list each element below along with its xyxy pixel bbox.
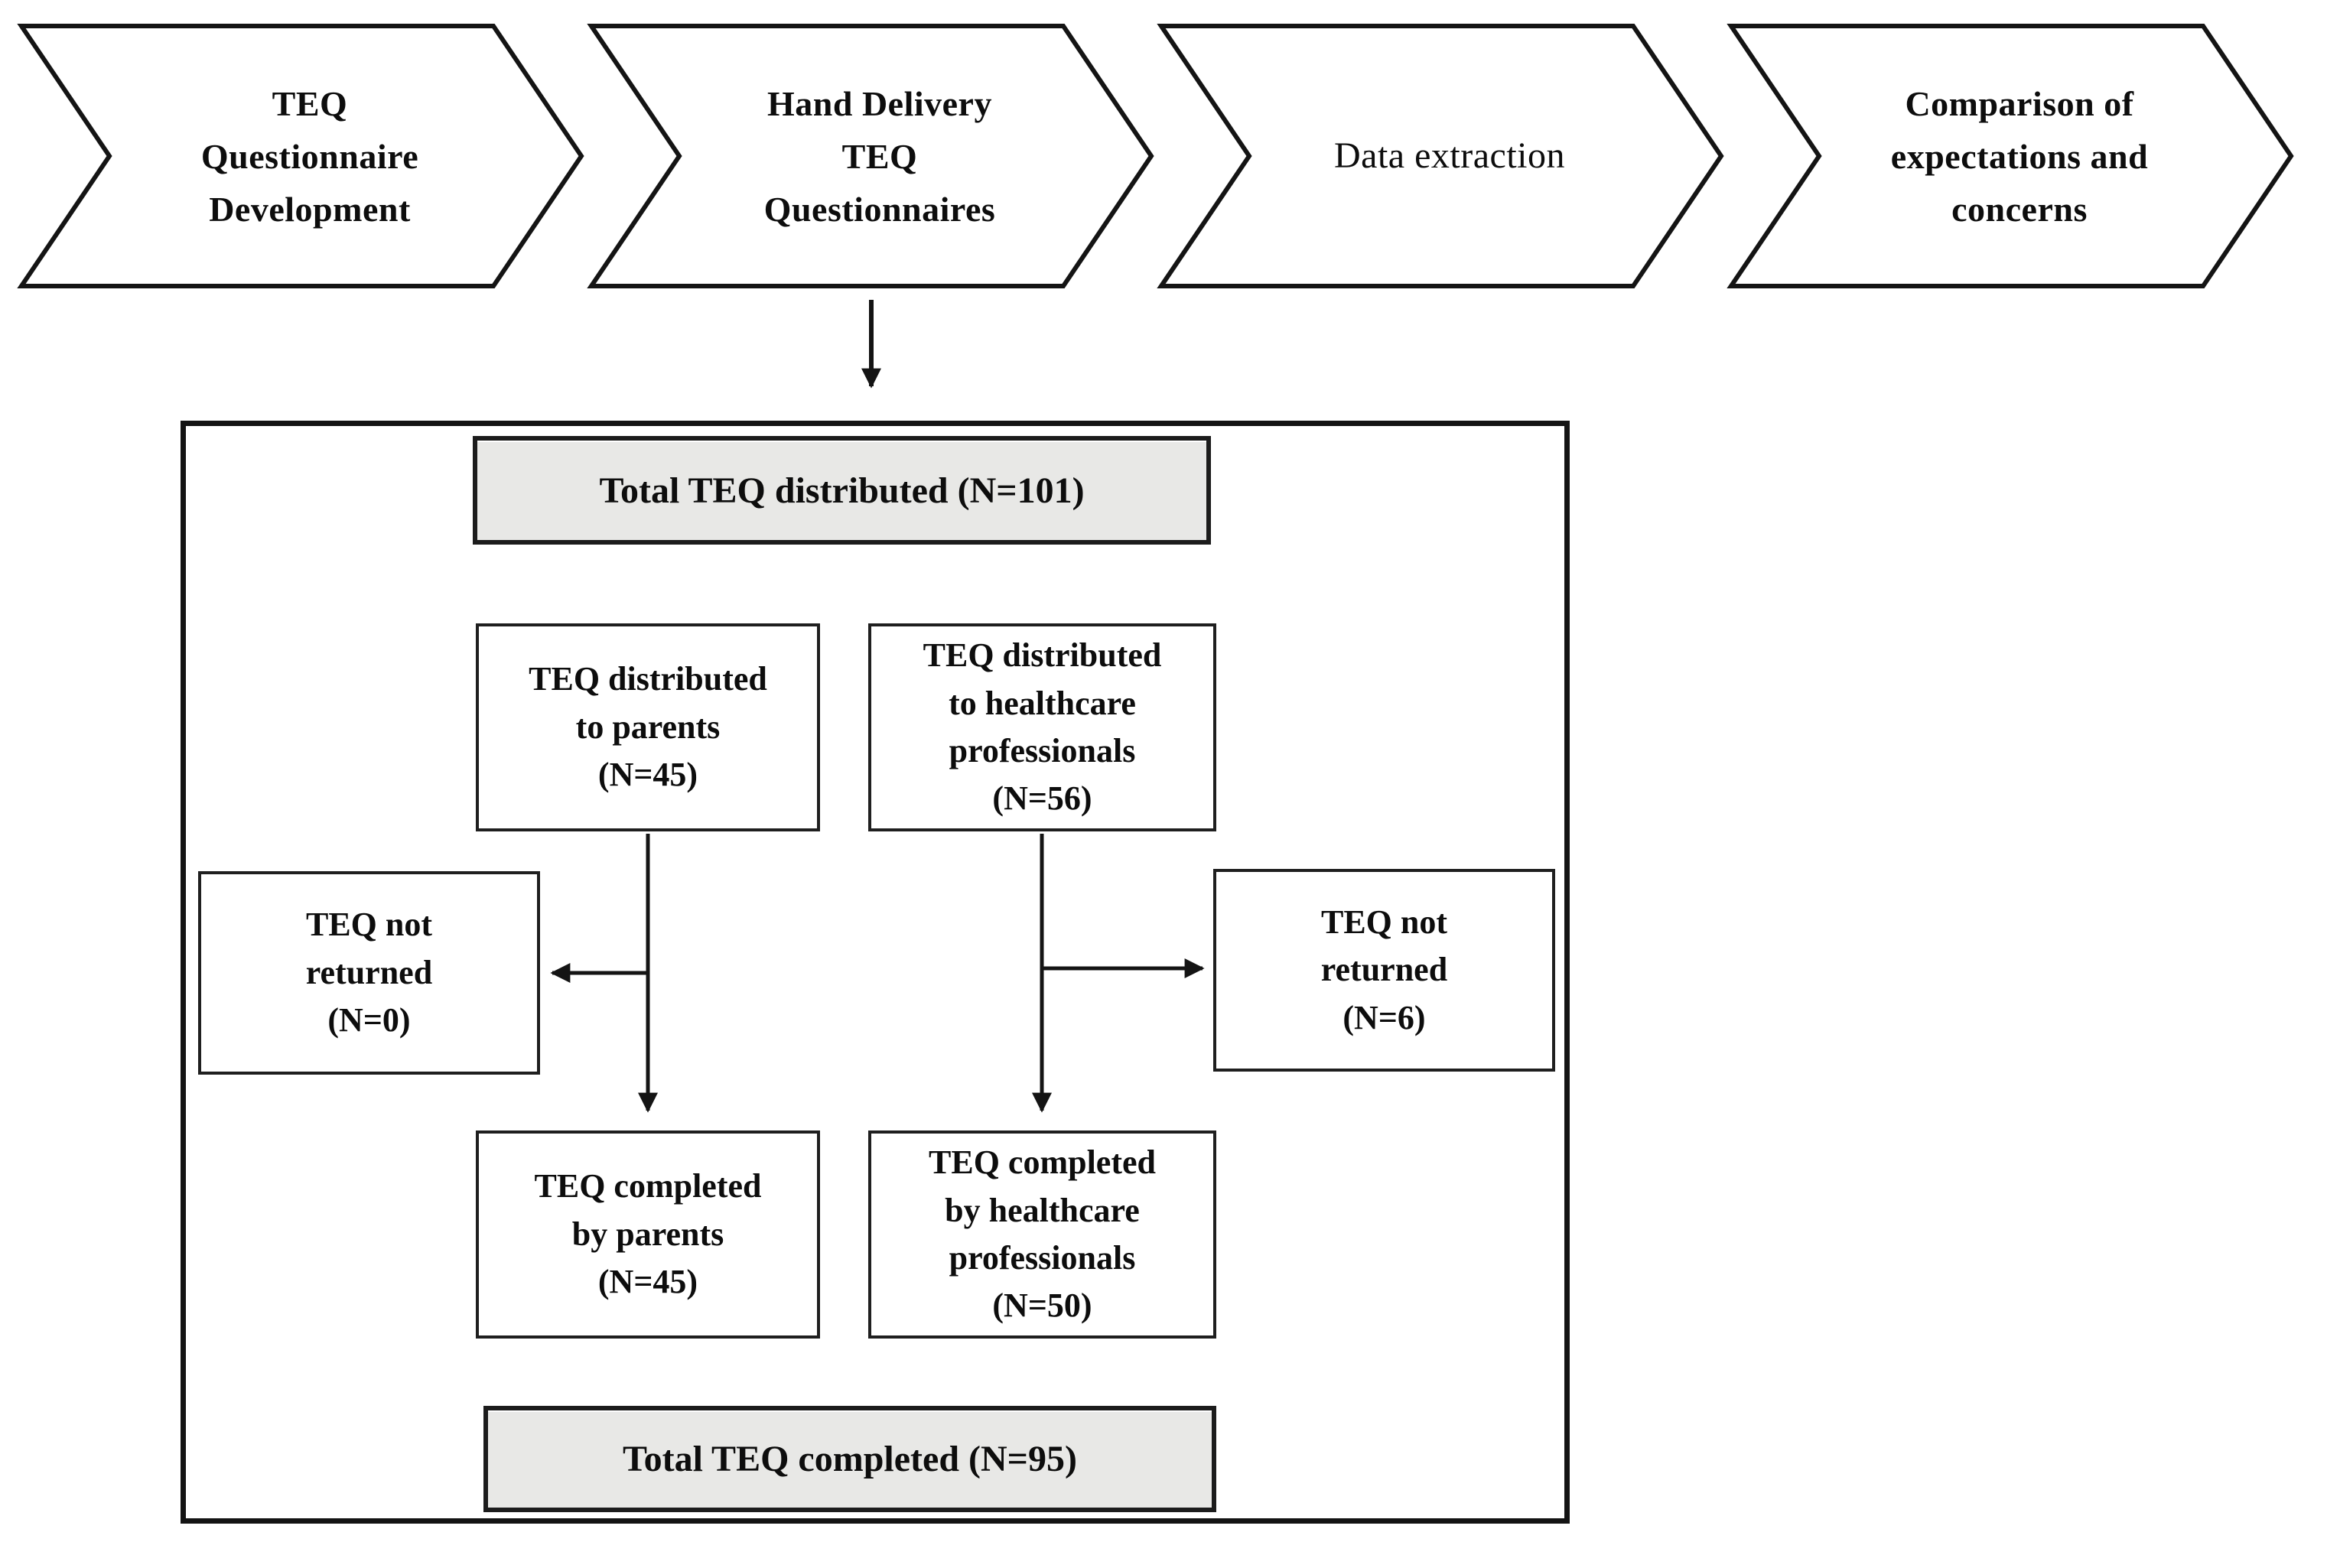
box-teq-completed-parents: TEQ completed by parents (N=45) bbox=[476, 1130, 820, 1339]
phase-label-hand-delivery: Hand Delivery TEQ Questionnaires bbox=[763, 83, 996, 229]
box-total-teq-completed: Total TEQ completed (N=95) bbox=[483, 1406, 1216, 1512]
box-total-teq-distributed: Total TEQ distributed (N=101) bbox=[473, 436, 1211, 545]
box-teq-distributed-parents: TEQ distributed to parents (N=45) bbox=[476, 623, 820, 831]
box-teq-completed-healthcare: TEQ completed by healthcare professional… bbox=[868, 1130, 1216, 1339]
chevron-shape-data-extraction bbox=[1157, 24, 1724, 288]
box-teq-distributed-healthcare: TEQ distributed to healthcare profession… bbox=[868, 623, 1216, 831]
box-teq-not-returned-parents: TEQ not returned (N=0) bbox=[198, 871, 540, 1075]
phase-label-data-extraction: Data extraction bbox=[1333, 135, 1565, 176]
box-teq-not-returned-healthcare: TEQ not returned (N=6) bbox=[1213, 869, 1555, 1072]
chevron-shape-hand-delivery bbox=[587, 24, 1154, 288]
phase-label-teq-development: TEQ Questionnaire Development bbox=[200, 83, 419, 229]
phase-chevron-row bbox=[17, 24, 2294, 288]
chevron-shape-teq-development bbox=[17, 24, 584, 288]
phase-label-comparison: Comparison of expectations and concerns bbox=[1890, 83, 2149, 229]
chevron-shape-comparison bbox=[1727, 24, 2294, 288]
